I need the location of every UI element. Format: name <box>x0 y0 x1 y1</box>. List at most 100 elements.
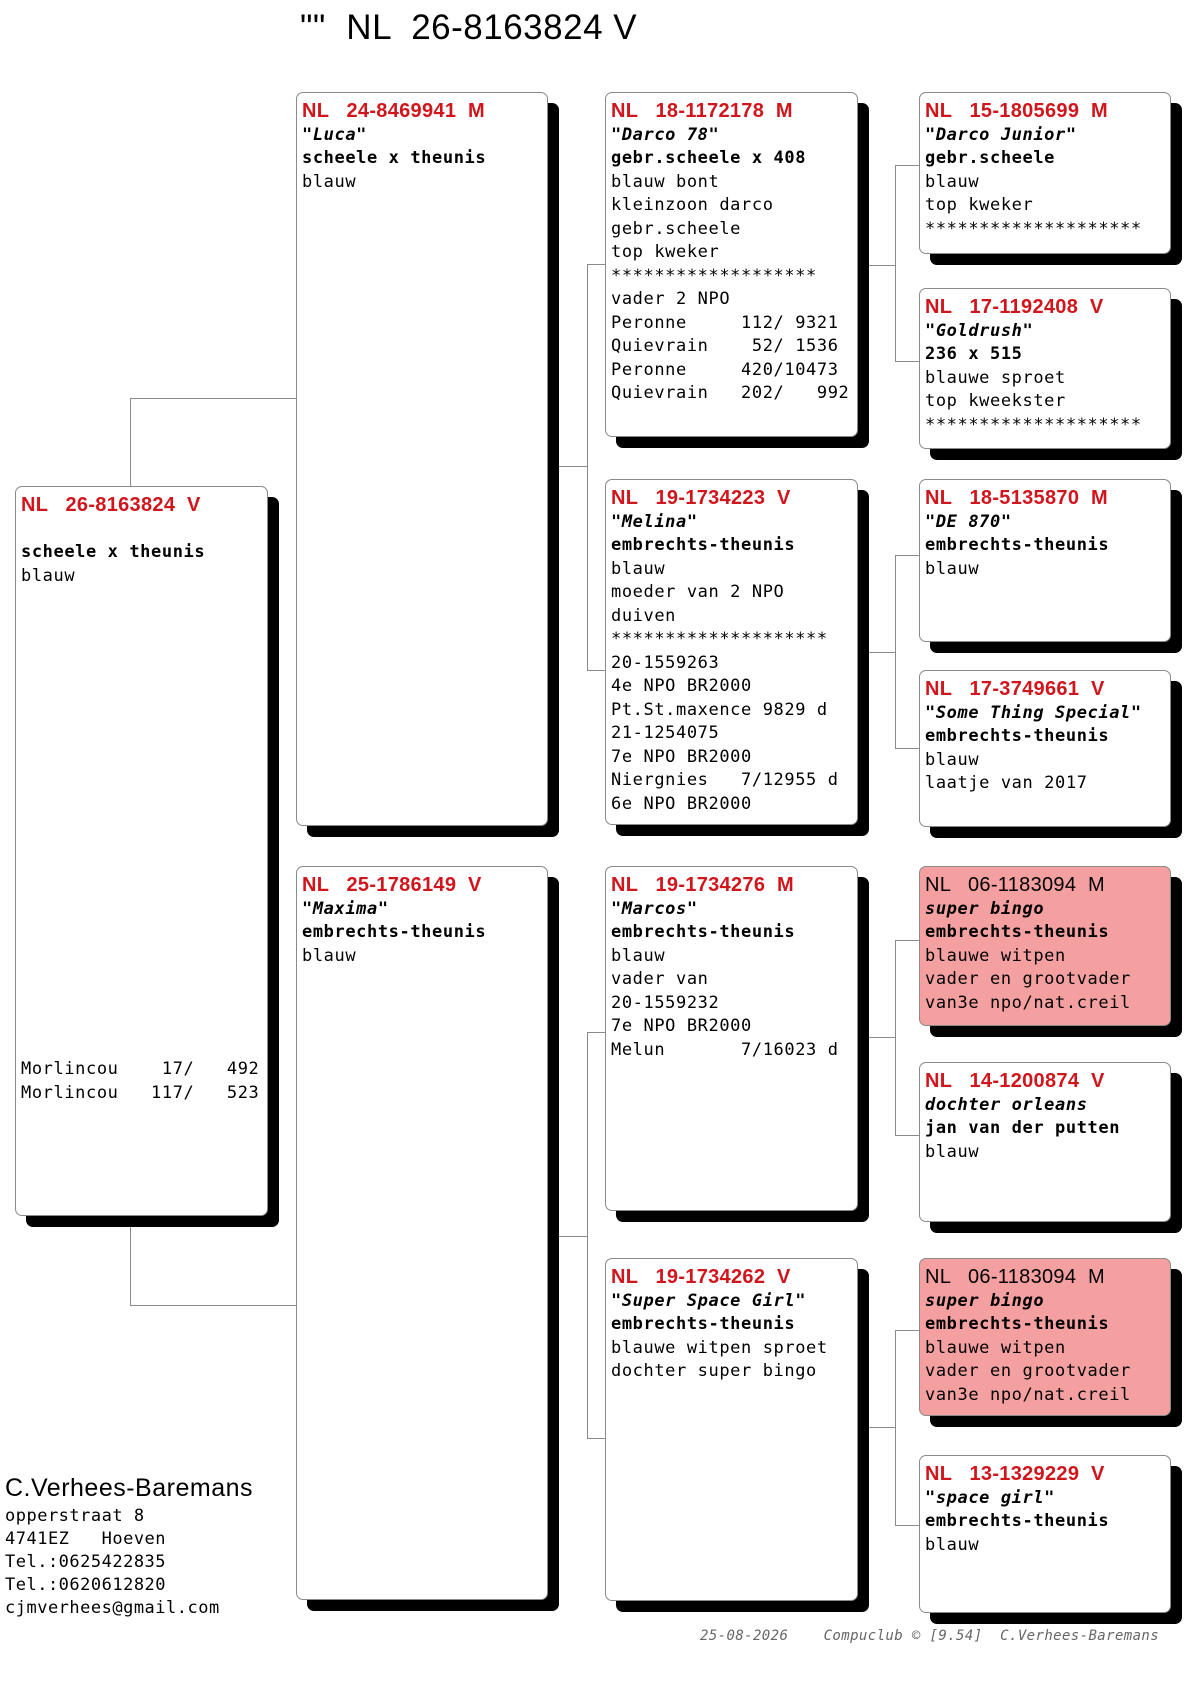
pigeon-name: "Super Space Girl" <box>611 1290 807 1311</box>
ring-number: NL 25-1786149 V <box>302 874 482 896</box>
ring-number: NL 18-5135870 M <box>925 487 1108 509</box>
card-line: embrechts-theunis <box>925 1511 1110 1531</box>
card-line: scheele x theunis <box>302 148 487 168</box>
pigeon-name: "Some Thing Special" <box>925 702 1142 723</box>
card-line: blauw <box>925 1141 980 1162</box>
card-line: blauwe sproet <box>925 367 1066 388</box>
connector-line <box>587 264 588 670</box>
card-line: embrechts-theunis <box>611 535 796 555</box>
ring-number: NL 19-1734276 M <box>611 874 794 896</box>
card-line: 7e NPO BR2000 <box>611 1016 752 1036</box>
card-line: van3e npo/nat.creil <box>925 992 1131 1013</box>
connector-line <box>895 165 919 166</box>
card-line: duiven <box>611 605 677 626</box>
connector-line <box>895 748 919 749</box>
connector-line <box>895 165 896 361</box>
card-line: gebr.scheele x 408 <box>611 148 807 168</box>
pedigree-card-dam-dam-dam[interactable]: NL 13-1329229 V"space girl"embrechts-the… <box>919 1455 1171 1613</box>
card-line: ******************* <box>611 265 817 286</box>
card-line: Morlincou 117/ 523 <box>21 1082 260 1103</box>
card-line: top kweker <box>925 195 1034 215</box>
pedigree-card-dam-dam[interactable]: NL 19-1734262 V"Super Space Girl" embrech… <box>605 1258 858 1601</box>
ring-number: NL 13-1329229 V <box>925 1463 1105 1485</box>
pigeon-name: "Darco Junior" <box>925 124 1077 145</box>
connector-line <box>868 1037 895 1038</box>
card-line: 20-1559263 <box>611 652 720 673</box>
card-line: 7e NPO BR2000 <box>611 746 752 767</box>
connector-line <box>895 1525 919 1526</box>
connector-line <box>895 555 919 556</box>
pigeon-name: "Melina" <box>611 511 698 532</box>
card-line <box>21 964 267 988</box>
connector-line <box>587 1032 588 1438</box>
ring-number: NL 19-1734262 V <box>611 1266 791 1288</box>
pigeon-name: "Marcos" <box>611 898 698 919</box>
connector-line <box>558 1236 587 1237</box>
card-line <box>21 894 267 918</box>
card-line: 236 x 515 <box>925 344 1023 364</box>
card-line: Melun 7/16023 d <box>611 1039 839 1060</box>
pigeon-name: "Goldrush" <box>925 320 1034 341</box>
card-line: blauw <box>925 558 980 579</box>
pedigree-card-sire-dam[interactable]: NL 19-1734223 V"Melina"embrechts-theunis… <box>605 479 858 825</box>
pedigree-card-sire-sire[interactable]: NL 18-1172178 M"Darco 78"gebr.scheele x … <box>605 92 858 437</box>
connector-line <box>130 1305 296 1306</box>
card-line: embrechts-theunis <box>302 922 487 942</box>
breeder-phone-line: Tel.:0620612820 <box>5 1575 167 1595</box>
card-line: blauwe witpen <box>925 1337 1066 1358</box>
card-line: vader en grootvader <box>925 1361 1131 1381</box>
card-line: Niergnies 7/12955 d <box>611 770 839 790</box>
connector-line <box>587 670 605 671</box>
pigeon-name: "Darco 78" <box>611 124 720 145</box>
card-line: 6e NPO BR2000 <box>611 793 752 814</box>
card-line: embrechts-theunis <box>611 1314 796 1334</box>
card-line: jan van der putten <box>925 1118 1121 1138</box>
breeder-name: C.Verhees-Baremans <box>5 1474 254 1502</box>
card-line <box>21 988 267 1012</box>
card-line: scheele x theunis <box>21 542 206 562</box>
card-line <box>21 917 267 941</box>
pigeon-name: "DE 870" <box>925 511 1012 532</box>
ring-number: NL 24-8469941 M <box>302 100 485 122</box>
card-line: blauw <box>925 171 980 192</box>
card-line: blauw <box>925 749 980 770</box>
card-line <box>21 1011 267 1035</box>
card-line <box>21 870 267 894</box>
card-line: 21-1254075 <box>611 723 720 743</box>
pedigree-card-dam[interactable]: NL 25-1786149 V"Maxima"embrechts-theunis… <box>296 866 548 1600</box>
connector-line <box>895 1330 919 1331</box>
card-line: 4e NPO BR2000 <box>611 676 752 696</box>
card-line: Peronne 112/ 9321 <box>611 312 839 333</box>
connector-line <box>558 466 587 467</box>
card-line <box>21 847 267 871</box>
card-line: embrechts-theunis <box>925 1314 1110 1334</box>
ring-number: NL 15-1805699 M <box>925 100 1108 122</box>
card-line: blauw <box>611 558 666 579</box>
ring-number: NL 14-1200874 V <box>925 1070 1105 1092</box>
pedigree-card-sire-sire-dam[interactable]: NL 17-1192408 V"Goldrush" 236 x 515 blauwe… <box>919 288 1171 449</box>
breeder-info: C.Verhees-Baremans opperstraat 8 4741EZ … <box>5 1471 253 1620</box>
card-line: 20-1559232 <box>611 992 720 1013</box>
card-line <box>21 753 267 777</box>
card-line: blauw bont <box>611 171 720 192</box>
connector-line <box>895 361 919 362</box>
pigeon-name: super bingo <box>925 1290 1045 1311</box>
connector-line <box>130 1226 131 1306</box>
card-line: moeder van 2 NPO <box>611 582 785 602</box>
ring-number: NL 17-1192408 V <box>925 296 1104 318</box>
pedigree-card-sire-sire-sire[interactable]: NL 15-1805699 M"Darco Junior"gebr.scheel… <box>919 92 1171 254</box>
connector-line <box>895 940 896 1135</box>
pedigree-card-dam-sire[interactable]: NL 19-1734276 M"Marcos"embrechts-theunis… <box>605 866 858 1211</box>
breeder-postcode-line: 4741EZ Hoeven <box>5 1529 167 1549</box>
card-line: embrechts-theunis <box>925 922 1110 942</box>
card-line <box>21 682 267 706</box>
pedigree-card-sire-dam-dam[interactable]: NL 17-3749661 V"Some Thing Special"embre… <box>919 670 1171 827</box>
card-line <box>21 518 267 542</box>
card-line: Morlincou 17/ 492 <box>21 1059 260 1079</box>
pedigree-card-sire-dam-sire[interactable]: NL 18-5135870 M"DE 870"embrechts-theunis… <box>919 479 1171 642</box>
